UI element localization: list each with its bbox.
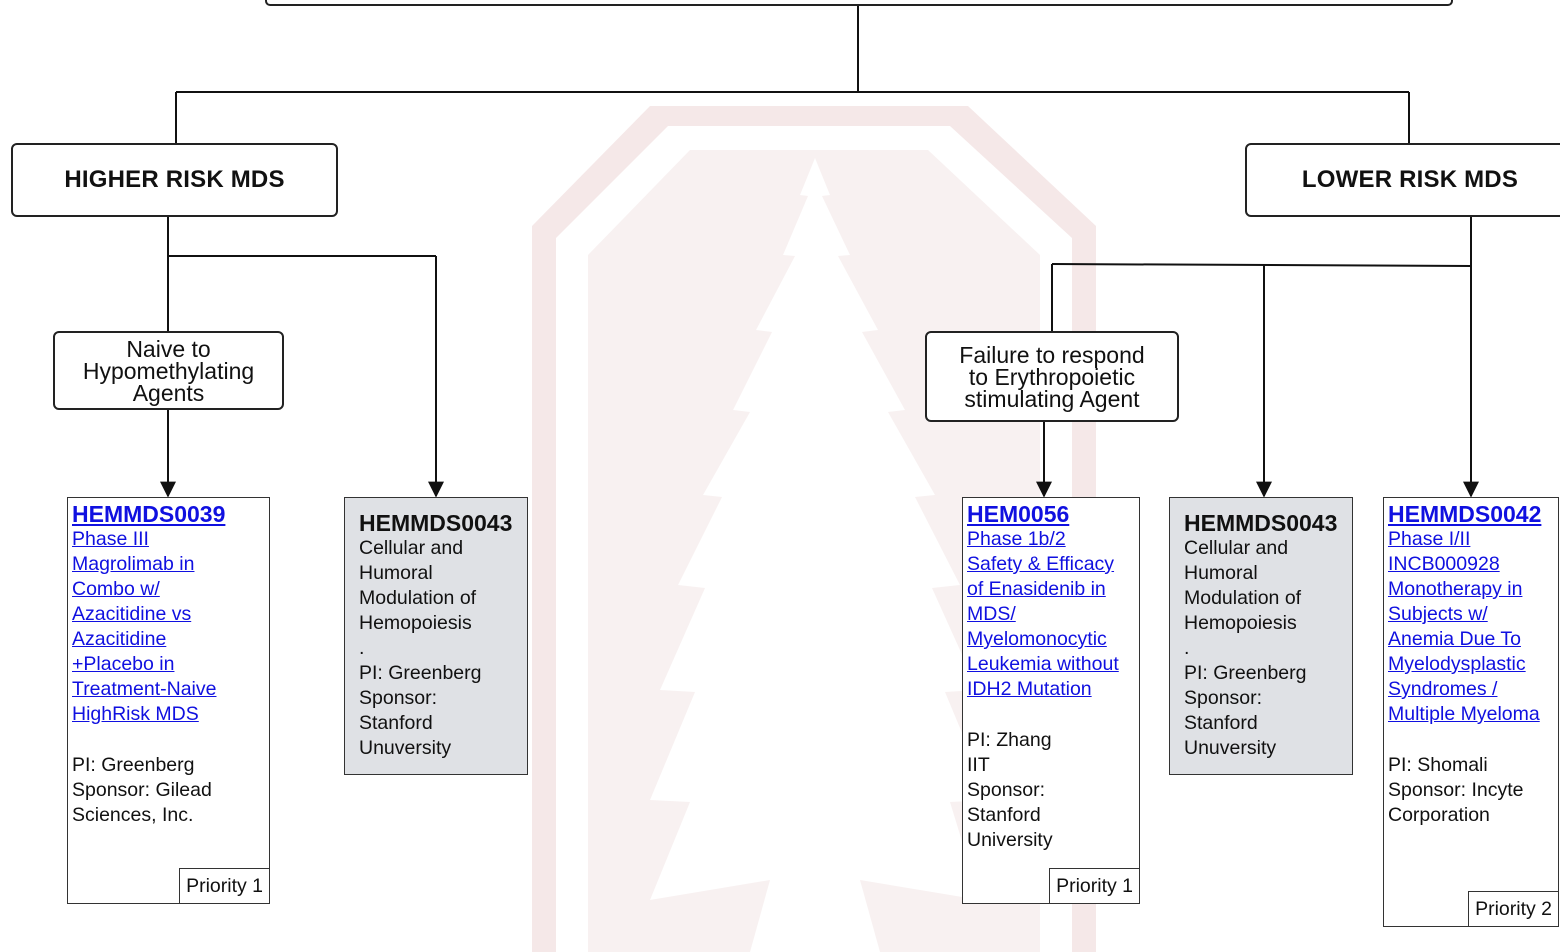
trial-info: PI: Greenberg Sponsor: Stanford Unuversi… [359, 662, 482, 759]
trial-id: HEMMDS0043 [1184, 510, 1338, 536]
trial-card-hemmds0039: HEMMDS0039 Phase III Magrolimab in Combo… [67, 497, 270, 904]
trial-title-link[interactable]: Phase III Magrolimab in Combo w/ Azaciti… [72, 528, 217, 725]
trial-card-hemmds0043-higher: HEMMDS0043 Cellular and Humoral Modulati… [344, 497, 528, 775]
trial-id-link[interactable]: HEM0056 [967, 501, 1070, 527]
tree-icon [650, 158, 990, 952]
root-node-box [265, 0, 1453, 6]
trial-card-hemmds0042: HEMMDS0042 Phase I/II INCB000928 Monothe… [1383, 497, 1559, 927]
esa-line: Failure to respond [959, 341, 1145, 368]
naive-line: Hypomethylating [82, 357, 255, 384]
lower-risk-label: LOWER RISK MDS [1301, 166, 1519, 193]
trial-title: Cellular and Humoral Modulation of Hemop… [1184, 537, 1302, 659]
trial-card-hemmds0043-lower: HEMMDS0043 Cellular and Humoral Modulati… [1169, 497, 1353, 775]
trial-info: PI: Greenberg Sponsor: Stanford Unuversi… [1184, 662, 1307, 759]
trial-id: HEMMDS0043 [359, 510, 513, 536]
trial-id-link[interactable]: HEMMDS0039 [72, 501, 226, 527]
lower-risk-node: LOWER RISK MDS [1245, 143, 1560, 217]
esa-line: stimulating Agent [964, 385, 1140, 412]
priority-badge: Priority 2 [1468, 891, 1559, 927]
esa-failure-node: Failure to respond to Erythropoietic sti… [925, 331, 1179, 422]
trial-id-link[interactable]: HEMMDS0042 [1388, 501, 1542, 527]
trial-card-hem0056: HEM0056 Phase 1b/2 Safety & Efficacy of … [962, 497, 1140, 904]
connector-lines [160, 6, 1479, 498]
trial-info: PI: Zhang IIT Sponsor: Stanford Universi… [967, 729, 1053, 851]
naive-line: Agents [132, 379, 205, 406]
trial-title: Cellular and Humoral Modulation of Hemop… [359, 537, 477, 659]
trial-info: PI: Greenberg Sponsor: Gilead Sciences, … [72, 754, 212, 826]
priority-badge: Priority 1 [179, 868, 270, 904]
naive-node: Naive to Hypomethylating Agents [53, 331, 284, 410]
higher-risk-node: HIGHER RISK MDS [11, 143, 338, 217]
trial-info: PI: Shomali Sponsor: Incyte Corporation [1388, 754, 1524, 826]
trial-title-link[interactable]: Phase I/II INCB000928 Monotherapy in Sub… [1388, 528, 1540, 725]
esa-line: to Erythropoietic [968, 363, 1136, 390]
priority-badge: Priority 1 [1049, 868, 1140, 904]
higher-risk-label: HIGHER RISK MDS [64, 166, 285, 193]
naive-line: Naive to [126, 335, 211, 362]
trial-title-link[interactable]: Phase 1b/2 Safety & Efficacy of Enasiden… [967, 528, 1119, 700]
